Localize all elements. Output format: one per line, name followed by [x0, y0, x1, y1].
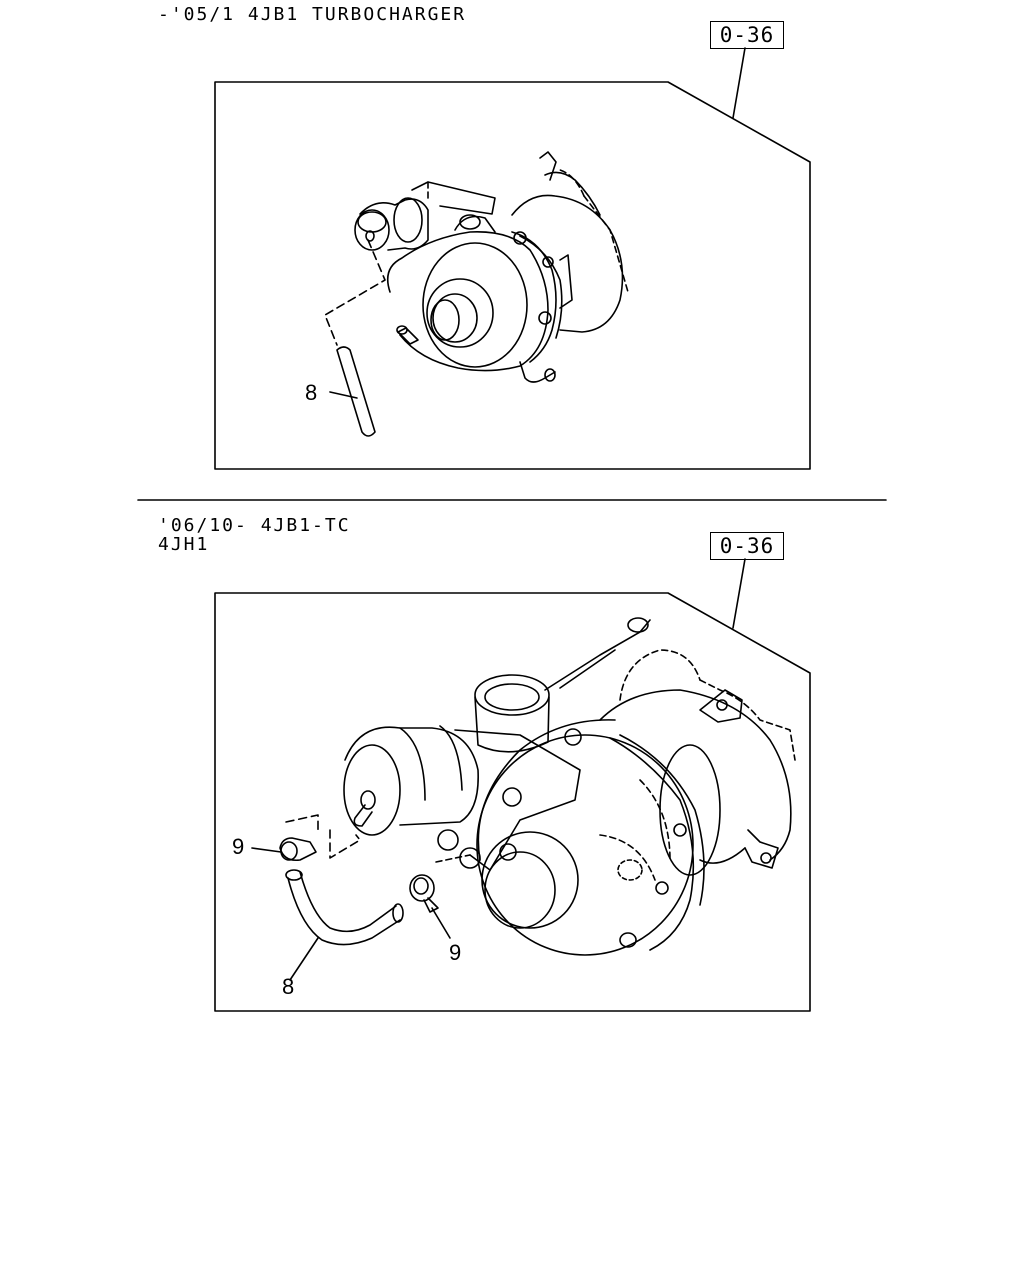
bottom-section-caption-line1: '06/10- 4JB1-TC — [158, 515, 351, 536]
bottom-callout-hose-number: 8 — [282, 974, 294, 999]
bottom-section-caption-line2: 4JH1 — [158, 534, 210, 555]
bottom-turbocharger-illustration — [251, 617, 796, 981]
top-reference-box[interactable]: 0-36 — [710, 21, 784, 49]
top-frame — [214, 47, 811, 470]
top-turbocharger-illustration — [324, 151, 629, 437]
bottom-reference-box[interactable]: 0-36 — [710, 532, 784, 560]
top-callout-hose-number: 8 — [305, 380, 317, 405]
bottom-callout-clip-right-number: 9 — [449, 940, 461, 965]
bottom-frame — [214, 558, 811, 1012]
top-section-caption: -'05/1 4JB1 TURBOCHARGER — [158, 4, 467, 25]
bottom-callout-clip-left-number: 9 — [232, 834, 244, 859]
